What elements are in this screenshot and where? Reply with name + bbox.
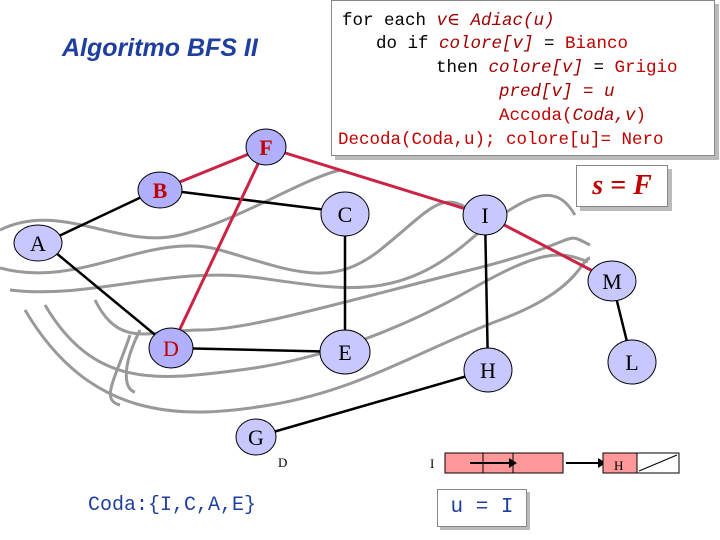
node-F-label: F <box>259 135 272 160</box>
edge-B-A <box>43 191 151 245</box>
current-vertex-box: u = I <box>437 489 527 527</box>
tree-edge-I-M <box>484 213 613 283</box>
node-H-circle <box>463 347 513 393</box>
queue-item-H-label: H <box>614 458 623 473</box>
node-B-label: B <box>153 178 168 203</box>
node-M-circle <box>587 260 637 302</box>
node-M: M <box>587 260 637 302</box>
code-line-1: for each v∈ Adiac(u) <box>342 10 555 31</box>
queue-linked-list: I F H <box>430 452 680 474</box>
node-A-circle <box>13 224 63 262</box>
node-C-circle <box>320 191 370 237</box>
code-line-6: Decoda(Coda,u); colore[u]= Nero <box>338 130 664 150</box>
node-A-label: A <box>30 231 46 256</box>
pseudocode-box: for each v∈ Adiac(u) do if colore[v] = B… <box>331 0 715 156</box>
code-line-5: Accoda(Coda,v) <box>499 106 647 126</box>
frontier-curve-7 <box>109 334 132 407</box>
frontier-curve-6 <box>93 236 591 336</box>
node-L-circle <box>607 339 657 385</box>
node-A: A <box>13 224 63 262</box>
node-H-label: H <box>480 358 496 383</box>
node-I: I <box>462 194 508 236</box>
frontier-curve-4 <box>23 256 591 414</box>
node-E: E <box>319 329 371 375</box>
edge-B-C <box>165 188 344 214</box>
code-line-4: pred[v] = u <box>499 82 615 102</box>
node-G: G <box>235 418 277 456</box>
node-F: F <box>245 128 287 166</box>
node-F-circle <box>245 128 287 166</box>
node-B: B <box>137 171 183 209</box>
node-D-label: D <box>163 336 179 361</box>
node-E-label: E <box>338 340 351 365</box>
frontier-curve-2 <box>0 200 471 275</box>
gray-frontier-lines <box>0 168 591 414</box>
tree-edge-F-D <box>169 146 268 349</box>
d-small-label: D <box>278 455 287 470</box>
node-H: H <box>463 347 513 393</box>
frontier-curve-1 <box>0 168 341 240</box>
queue-node-2 <box>512 452 564 474</box>
node-I-label: I <box>481 203 488 228</box>
edge-G-H <box>255 368 489 439</box>
queue-item-I-label: I <box>430 456 434 471</box>
edge-I-H <box>483 214 490 371</box>
code-line-2: do if colore[v] = Bianco <box>376 34 629 54</box>
queue-null-slash <box>638 454 678 472</box>
node-M-label: M <box>602 269 622 294</box>
node-C: C <box>320 191 370 237</box>
slide-title: Algoritmo BFS II <box>62 34 258 62</box>
node-B-circle <box>137 171 183 209</box>
node-G-label: G <box>248 425 264 450</box>
queue-arrow-1-head <box>509 458 517 468</box>
node-L-label: L <box>625 350 638 375</box>
node-C-label: C <box>338 202 353 227</box>
queue-arrow-2-head <box>598 458 606 468</box>
node-E-circle <box>319 329 371 375</box>
frontier-curve-3 <box>9 194 577 294</box>
node-G-circle <box>235 418 277 456</box>
queue-contents: Coda:{I,C,A,E} <box>88 494 257 517</box>
source-node-box: s = F <box>576 165 668 207</box>
node-D: D <box>148 327 194 369</box>
edge-D-E <box>170 346 346 354</box>
code-line-3: then colore[v] = Grigio <box>436 58 678 78</box>
node-I-circle <box>462 194 508 236</box>
edge-A-D <box>43 242 172 349</box>
node-D-circle <box>148 327 194 369</box>
node-L: L <box>607 339 657 385</box>
graph-edges <box>43 188 634 439</box>
tree-edge-F-I <box>265 145 486 217</box>
graph-nodes: F B C I A M D E H L G <box>13 128 657 456</box>
frontier-curve-8 <box>124 329 142 394</box>
